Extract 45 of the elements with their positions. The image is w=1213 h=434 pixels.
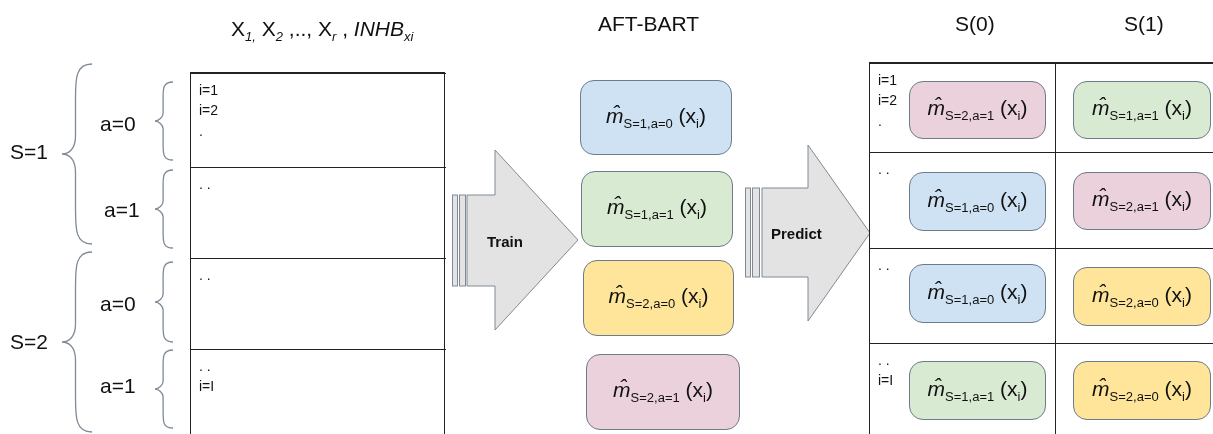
model-box	[909, 172, 1046, 231]
column-header: S(1)	[1124, 12, 1164, 36]
model-formula: m̂$_{S=1,a=1}$ (x$_{i}$)	[1092, 96, 1192, 124]
group-label: a=0	[100, 292, 136, 316]
row-index-text: . .	[878, 256, 891, 275]
model-formula: m̂$_{S=1,a=0}$ (x$_{i}$)	[606, 103, 706, 132]
model-box	[583, 260, 734, 336]
model-box	[1073, 267, 1211, 326]
group-label: S=1	[10, 140, 48, 164]
row-index-text: . .	[199, 175, 212, 194]
row-index-text: i=1 i=2 .	[878, 71, 899, 131]
column-header: S(0)	[955, 12, 995, 36]
model-formula: m̂$_{S=2,a=1}$ (x$_{i}$)	[927, 96, 1028, 124]
model-box	[1073, 81, 1211, 139]
model-box	[586, 354, 740, 430]
model-box	[909, 81, 1046, 139]
group-label: S=2	[10, 330, 48, 354]
row-index-text: i=1 i=2 .	[199, 81, 220, 141]
table-frame	[869, 62, 1213, 434]
model-box	[1073, 361, 1211, 420]
model-formula: m̂$_{S=1,a=0}$ (x$_{i}$)	[927, 279, 1028, 308]
model-formula: m̂$_{S=2,a=1}$ (x$_{i}$)	[1092, 187, 1192, 215]
model-box	[581, 171, 733, 247]
row-index-text: . .	[878, 160, 891, 179]
group-label: a=1	[100, 374, 136, 398]
table-header: X$_{1,}$ X$_{2}$ ,.., X$_{r}$ , INHB$_{xi}$	[231, 17, 414, 45]
model-formula: m̂$_{S=1,a=1}$ (x$_{i}$)	[607, 195, 707, 223]
arrow-label: Train	[487, 232, 523, 249]
column-header: AFT-BART	[598, 12, 700, 36]
model-box	[909, 264, 1046, 323]
model-formula: m̂$_{S=2,a=0}$ (x$_{i}$)	[1092, 376, 1192, 405]
model-box	[580, 80, 732, 155]
model-formula: m̂$_{S=1,a=1}$ (x$_{i}$)	[927, 376, 1028, 405]
row-index-text: . . i=I	[199, 357, 216, 397]
group-label: a=0	[100, 112, 136, 136]
model-box	[909, 361, 1046, 420]
model-formula: m̂$_{S=1,a=0}$ (x$_{i}$)	[927, 187, 1028, 216]
model-box	[1073, 172, 1211, 230]
model-formula: m̂$_{S=2,a=1}$ (x$_{i}$)	[613, 378, 713, 406]
model-formula: m̂$_{S=2,a=0}$ (x$_{i}$)	[608, 284, 709, 312]
row-index-text: . .	[199, 266, 212, 285]
group-label: a=1	[104, 198, 140, 222]
model-formula: m̂$_{S=2,a=0}$ (x$_{i}$)	[1092, 282, 1192, 311]
arrow-label: Predict	[771, 224, 822, 241]
row-index-text: . . i=I	[878, 351, 895, 391]
